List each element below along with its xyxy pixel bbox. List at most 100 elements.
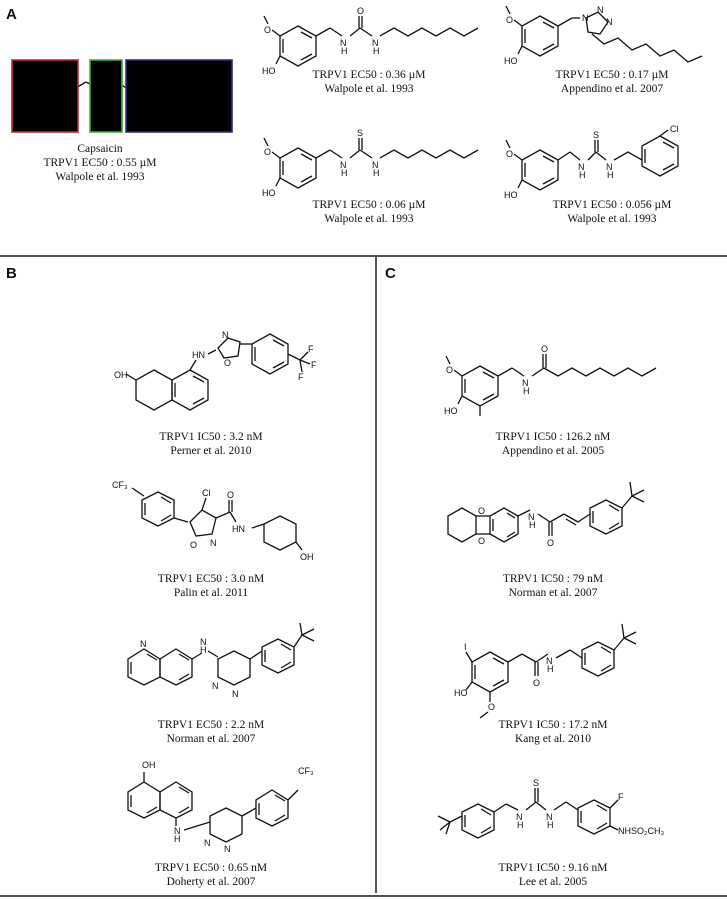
atom-f: F xyxy=(308,344,314,354)
atom-oh: OH xyxy=(142,760,156,770)
compound-reference: Palin et al. 2011 xyxy=(173,587,249,599)
panel-label-a: A xyxy=(6,6,17,23)
compound-activity: TRPV1 EC50 : 0.056 µM xyxy=(552,199,672,211)
atom-h2: H xyxy=(547,820,554,830)
atom-o2: O xyxy=(478,536,485,546)
compound-activity: TRPV1 EC50 : 0.55 µM xyxy=(43,157,157,169)
compound-reference: Norman et al. 2007 xyxy=(166,733,256,745)
compound-b1-structure: OH HN N O F F F xyxy=(112,330,332,430)
atom-n: N xyxy=(528,512,535,522)
atom-n2: N xyxy=(372,160,379,170)
atom-oh: OH xyxy=(300,552,314,562)
atom-o: O xyxy=(506,149,513,159)
atom-cf3: CF₃ xyxy=(298,766,314,776)
compound-reference: Perner et al. 2010 xyxy=(170,445,252,457)
compound-a2-caption: TRPV1 EC50 : 0.36 µM Walpole et al. 1993 xyxy=(312,68,425,96)
atom-n2: N xyxy=(546,812,553,822)
panel-separator-horizontal xyxy=(0,255,727,257)
atom-o: O xyxy=(478,506,485,516)
panel-separator-vertical xyxy=(375,257,377,893)
atom-s: S xyxy=(357,128,363,138)
atom-carbonyl-o: O xyxy=(227,490,234,500)
atom-n2: N xyxy=(200,637,207,647)
atom-o: O xyxy=(264,25,271,35)
atom-h2: H xyxy=(607,170,614,180)
atom-n: N xyxy=(140,639,147,649)
atom-n: N xyxy=(522,378,529,388)
atom-n: N xyxy=(222,330,229,340)
atom-n: N xyxy=(546,656,553,666)
atom-n2: N xyxy=(597,5,604,15)
atom-n3: N xyxy=(212,681,219,691)
compound-a3-caption: TRPV1 EC50 : 0.17 µM Appendino et al. 20… xyxy=(555,68,668,96)
atom-n2: N xyxy=(204,838,211,848)
atom-n: N xyxy=(174,826,181,836)
compound-name: Capsaicin xyxy=(77,143,123,155)
atom-n2: N xyxy=(606,162,613,172)
atom-n3: N xyxy=(224,844,231,854)
compound-reference: Walpole et al. 1993 xyxy=(324,83,414,95)
compound-activity: TRPV1 EC50 : 2.2 nM xyxy=(157,719,265,731)
compound-b2-caption: TRPV1 EC50 : 3.0 nM Palin et al. 2011 xyxy=(158,572,264,600)
compound-reference: Walpole et al. 1993 xyxy=(55,171,145,183)
compound-activity: TRPV1 IC50 : 3.2 nM xyxy=(159,431,263,443)
compound-activity: TRPV1 EC50 : 0.06 µM xyxy=(312,199,426,211)
compound-b3-structure: N H N N N xyxy=(118,615,338,700)
atom-f3: F xyxy=(298,372,304,382)
compound-activity: TRPV1 EC50 : 0.65 nM xyxy=(154,862,268,874)
atom-h: H xyxy=(200,645,207,655)
compound-activity: TRPV1 EC50 : 0.17 µM xyxy=(555,69,669,81)
compound-reference: Norman et al. 2007 xyxy=(508,587,598,599)
atom-n: N xyxy=(210,538,217,548)
atom-ho: HO xyxy=(444,406,458,416)
atom-n: N xyxy=(340,160,347,170)
atom-h: H xyxy=(579,170,586,180)
atom-o: O xyxy=(190,540,197,550)
atom-hn: HN xyxy=(192,350,205,360)
atom-s: S xyxy=(593,130,599,140)
compound-c2-caption: TRPV1 IC50 : 79 nM Norman et al. 2007 xyxy=(503,572,603,600)
atom-h2: H xyxy=(373,46,380,56)
atom-i: I xyxy=(464,642,467,652)
atom-n: N xyxy=(340,38,347,48)
atom-n4: N xyxy=(232,689,239,699)
atom-o: O xyxy=(224,358,231,368)
compound-c1-caption: TRPV1 IC50 : 126.2 nM Appendino et al. 2… xyxy=(496,430,611,458)
compound-c3-caption: TRPV1 IC50 : 17.2 nM Kang et al. 2010 xyxy=(499,718,608,746)
compound-b4-caption: TRPV1 EC50 : 0.65 nM Doherty et al. 2007 xyxy=(155,861,267,889)
atom-cl: Cl xyxy=(202,488,211,498)
atom-o: O xyxy=(446,365,453,375)
compound-activity: TRPV1 EC50 : 3.0 nM xyxy=(157,573,265,585)
atom-h: H xyxy=(523,386,530,396)
atom-h: H xyxy=(174,834,181,844)
compound-reference: Appendino et al. 2005 xyxy=(501,445,605,457)
compound-c4-caption: TRPV1 IC50 : 9.16 nM Lee et al. 2005 xyxy=(499,861,608,889)
atom-ho: HO xyxy=(262,66,276,76)
compound-b4-structure: OH N H N N CF₃ xyxy=(118,760,338,854)
compound-b3-caption: TRPV1 EC50 : 2.2 nM Norman et al. 2007 xyxy=(158,718,264,746)
atom-h2: H xyxy=(373,168,380,178)
atom-h: H xyxy=(529,520,536,530)
atom-ho: HO xyxy=(454,688,468,698)
atom-h: H xyxy=(341,168,348,178)
atom-oh: OH xyxy=(114,370,128,380)
compound-b1-caption: TRPV1 IC50 : 3.2 nM Perner et al. 2010 xyxy=(159,430,262,458)
atom-h: H xyxy=(341,46,348,56)
compound-reference: Lee et al. 2005 xyxy=(518,876,588,888)
compound-activity: TRPV1 EC50 : 0.36 µM xyxy=(312,69,426,81)
compound-reference: Doherty et al. 2007 xyxy=(166,876,256,888)
compound-b2-structure: CF₃ Cl O N O HN OH xyxy=(108,478,328,573)
atom-carbonyl-o: O xyxy=(547,538,554,548)
compound-reference: Walpole et al. 1993 xyxy=(324,213,414,225)
atom-o: O xyxy=(264,147,271,157)
atom-h: H xyxy=(547,664,554,674)
capsaicin-structure: O HO H N O xyxy=(10,58,235,138)
atom-n3: N xyxy=(606,17,613,27)
atom-s: S xyxy=(533,778,539,788)
compound-activity: TRPV1 IC50 : 17.2 nM xyxy=(498,719,608,731)
atom-n2: N xyxy=(372,38,379,48)
